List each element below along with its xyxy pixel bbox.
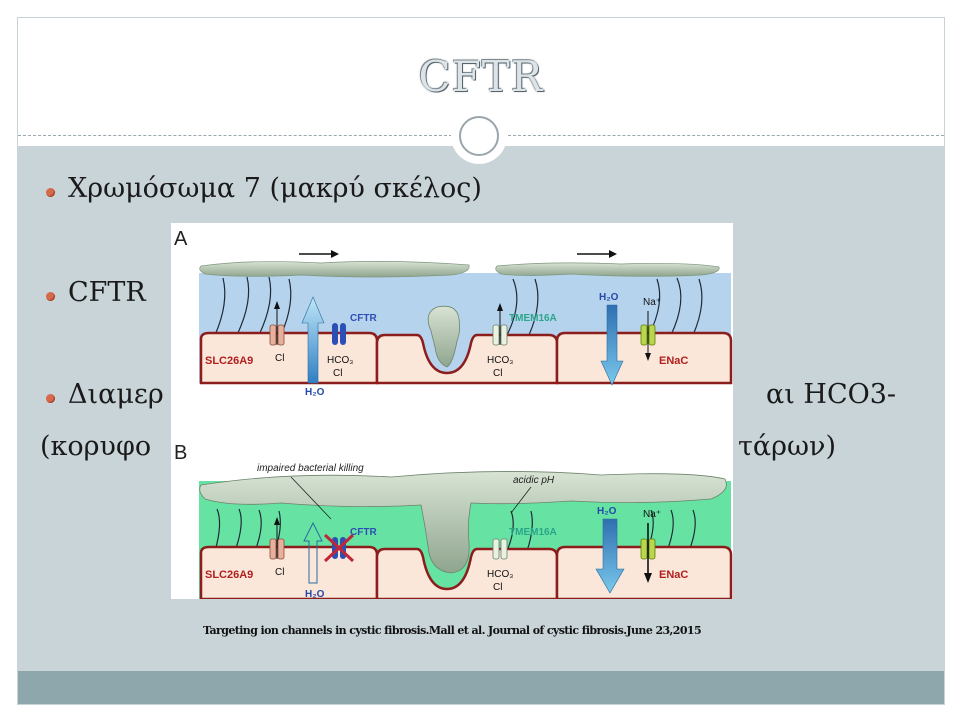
- title-divider-right: [508, 135, 944, 136]
- panel-a-enac-channel-l: [640, 324, 648, 346]
- panel-b-h2o-label-2: H₂O: [597, 506, 617, 517]
- bullet-text-1: Χρωμόσωμα 7 (μακρύ σκέλος): [68, 173, 482, 204]
- panel-b-hco3-label: HCO₃: [487, 569, 513, 580]
- panel-a-mucus-right: [495, 262, 720, 277]
- panel-a-label: A: [174, 228, 188, 250]
- bullet-dot-1: [46, 188, 55, 197]
- panel-b-slc26a9-channel-r: [277, 538, 285, 560]
- panel-a-slc26a9-label: SLC26A9: [205, 355, 253, 367]
- panel-b-mucus-layer: [199, 471, 727, 574]
- panel-a-cl-arrowhead-1: [274, 301, 280, 309]
- panel-b-tmem16a-channel-r: [500, 538, 508, 560]
- panel-a-cftr-label: CFTR: [350, 313, 377, 324]
- panel-b-na-label: Na⁺: [643, 509, 661, 520]
- slide: CFTR Χρωμόσωμα 7 (μακρύ σκέλος) CFTR Δια…: [17, 17, 945, 705]
- panel-a-cl-label-2: Cl: [333, 368, 342, 379]
- panel-a-slc26a9-channel-l: [269, 324, 277, 346]
- panel-a-h2o-up-arrow: [301, 296, 325, 384]
- panel-a-h2o-label-1: H₂O: [305, 387, 325, 398]
- panel-b-acidic-pointer: [510, 486, 532, 514]
- bullet-text-3c: (κορυφο: [40, 431, 152, 462]
- panel-b-na-arrowhead: [644, 573, 652, 583]
- panel-b-cftr-label: CFTR: [350, 527, 377, 538]
- panel-b-cl-label-2: Cl: [493, 582, 502, 593]
- bullet-text-3b: αι HCO3-: [766, 379, 897, 410]
- panel-b: B impaired bacterial killing acidic pH: [174, 442, 733, 601]
- panel-a-tmem16a-channel-r: [500, 324, 508, 346]
- panel-a-cell-3: [555, 331, 733, 385]
- bullet-dot-3: [46, 394, 55, 403]
- panel-a-mucus-left: [199, 261, 470, 278]
- panel-b-impaired-label: impaired bacterial killing: [257, 463, 364, 474]
- panel-a-cftr-channel-r: [340, 323, 346, 345]
- panel-a-mucus-secretion: [427, 305, 461, 368]
- panel-a-na-label: Na⁺: [643, 297, 661, 308]
- figure-caption: Targeting ion channels in cystic fibrosi…: [203, 624, 702, 637]
- bullet-text-3d: τάρων): [738, 431, 837, 462]
- panel-a-tmem16a-channel-l: [492, 324, 500, 346]
- panel-a-h2o-label-2: H₂O: [599, 292, 619, 303]
- panel-a-cl-label-3: Cl: [493, 368, 502, 379]
- panel-b-cilia: [214, 508, 696, 552]
- panel-a-enac-channel-r: [648, 324, 656, 346]
- panel-b-goblet-cell: [375, 547, 559, 601]
- panel-b-tmem16a-label: TMEM16A: [509, 527, 557, 538]
- panel-b-impaired-pointer: [290, 476, 332, 520]
- panel-b-acidic-label: acidic pH: [513, 475, 555, 486]
- panel-a-flow-arrowhead-1: [331, 250, 339, 258]
- panel-b-h2o-label-1: H₂O: [305, 589, 325, 599]
- panel-b-slc26a9-channel-l: [269, 538, 277, 560]
- panel-a-goblet-cell: [375, 333, 559, 385]
- panel-b-tmem16a-channel-l: [492, 538, 500, 560]
- panel-a-cl-arrowhead-2: [497, 303, 503, 311]
- footer-bar: [18, 671, 944, 704]
- panel-a-hco3-label-2: HCO₃: [487, 355, 513, 366]
- panel-a-na-arrowhead: [645, 353, 651, 361]
- cftr-figure: A: [171, 223, 733, 601]
- panel-a-cl-label-1: Cl: [275, 353, 284, 364]
- panel-a-flow-arrowhead-2: [609, 250, 617, 258]
- title-divider-left: [18, 135, 452, 136]
- panel-a-h2o-down-arrow: [600, 304, 624, 386]
- panel-a: A: [174, 228, 733, 398]
- panel-b-h2o-down-arrow: [595, 518, 625, 594]
- panel-b-enac-channel-l: [640, 538, 648, 560]
- panel-a-enac-label: ENaC: [659, 355, 688, 367]
- bullet-dot-2: [46, 292, 55, 301]
- panel-a-hco3-label-1: HCO₃: [327, 355, 353, 366]
- panel-b-h2o-up-arrow: [303, 521, 323, 584]
- slide-title: CFTR: [418, 52, 544, 101]
- divider-ring-icon: [459, 116, 499, 156]
- panel-a-tmem16a-label: TMEM16A: [509, 313, 557, 324]
- panel-b-cl-arrowhead-1: [274, 517, 280, 525]
- panel-b-enac-label: ENaC: [659, 569, 688, 581]
- panel-b-slc26a9-label: SLC26A9: [205, 569, 253, 581]
- panel-b-cftr-cross-2: [323, 533, 355, 563]
- panel-b-enac-channel-r: [648, 538, 656, 560]
- panel-a-cftr-channel-l: [332, 323, 338, 345]
- bullet-text-3a: Διαμερ: [68, 379, 164, 410]
- panel-b-cl-label-1: Cl: [275, 567, 284, 578]
- panel-b-label: B: [174, 442, 187, 464]
- panel-a-slc26a9-channel-r: [277, 324, 285, 346]
- bullet-text-2: CFTR: [68, 277, 146, 308]
